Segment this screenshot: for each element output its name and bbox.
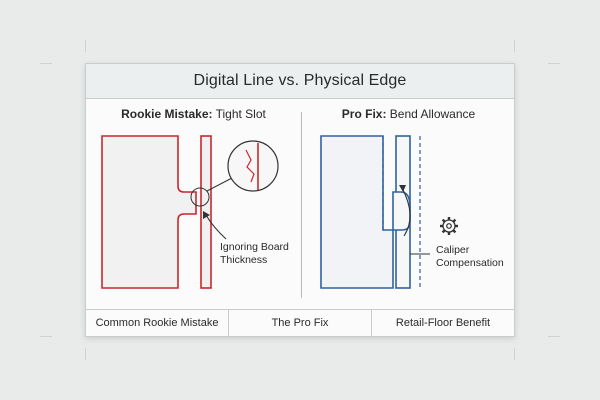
crop-guide xyxy=(85,348,86,360)
comparison-card: Digital Line vs. Physical Edge Rookie Mi… xyxy=(85,63,515,337)
footer-cell-benefit: Retail-Floor Benefit xyxy=(371,310,514,336)
right-annotation: Caliper Compensation xyxy=(436,244,504,270)
left-annotation-line2: Thickness xyxy=(220,254,268,266)
card-title: Digital Line vs. Physical Edge xyxy=(193,72,407,89)
footer-bar: Common Rookie Mistake The Pro Fix Retail… xyxy=(86,309,514,336)
bend-arrowhead xyxy=(399,185,406,192)
crop-guide xyxy=(40,63,52,64)
tight-slot-marker xyxy=(190,187,210,207)
crop-guide xyxy=(514,40,515,52)
magnified-crack xyxy=(245,149,255,183)
magnifier-circle xyxy=(227,140,279,192)
right-heading-emphasis: Pro Fix: xyxy=(341,107,387,121)
crop-guide xyxy=(85,40,86,52)
footer-cell-rookie: Common Rookie Mistake xyxy=(95,317,219,329)
crop-guide xyxy=(40,336,52,337)
crop-guide xyxy=(514,348,515,360)
right-heading-text: Bend Allowance xyxy=(386,107,476,121)
left-annotation: Ignoring Board Thickness xyxy=(220,241,289,267)
left-panel-outline xyxy=(101,135,197,289)
left-panel-heading: Rookie Mistake: Tight Slot xyxy=(86,107,301,121)
left-board-strip xyxy=(200,135,212,289)
right-diagram xyxy=(320,135,430,289)
crop-guide xyxy=(548,336,560,337)
bend-arrow xyxy=(401,187,411,237)
right-annotation-line1: Caliper xyxy=(436,244,470,256)
panel-divider xyxy=(301,112,302,298)
left-arrowhead xyxy=(203,211,210,219)
diagram-drawing xyxy=(101,135,458,289)
right-panel-outline xyxy=(320,135,394,289)
right-annotation-line2: Compensation xyxy=(436,257,504,269)
title-bar: Digital Line vs. Physical Edge xyxy=(86,64,514,99)
bend-tab xyxy=(392,191,411,231)
footer-cell-pro: The Pro Fix xyxy=(228,310,371,336)
left-annotation-line1: Ignoring Board xyxy=(220,241,289,253)
left-diagram xyxy=(101,135,279,289)
right-panel-heading: Pro Fix: Bend Allowance xyxy=(301,107,516,121)
left-annotation-arrow xyxy=(205,214,227,240)
left-heading-emphasis: Rookie Mistake: xyxy=(121,107,213,121)
crop-guide xyxy=(548,63,560,64)
left-heading-text: Tight Slot xyxy=(212,107,266,121)
magnifier-leader xyxy=(206,177,233,192)
gear-icon xyxy=(440,217,458,235)
